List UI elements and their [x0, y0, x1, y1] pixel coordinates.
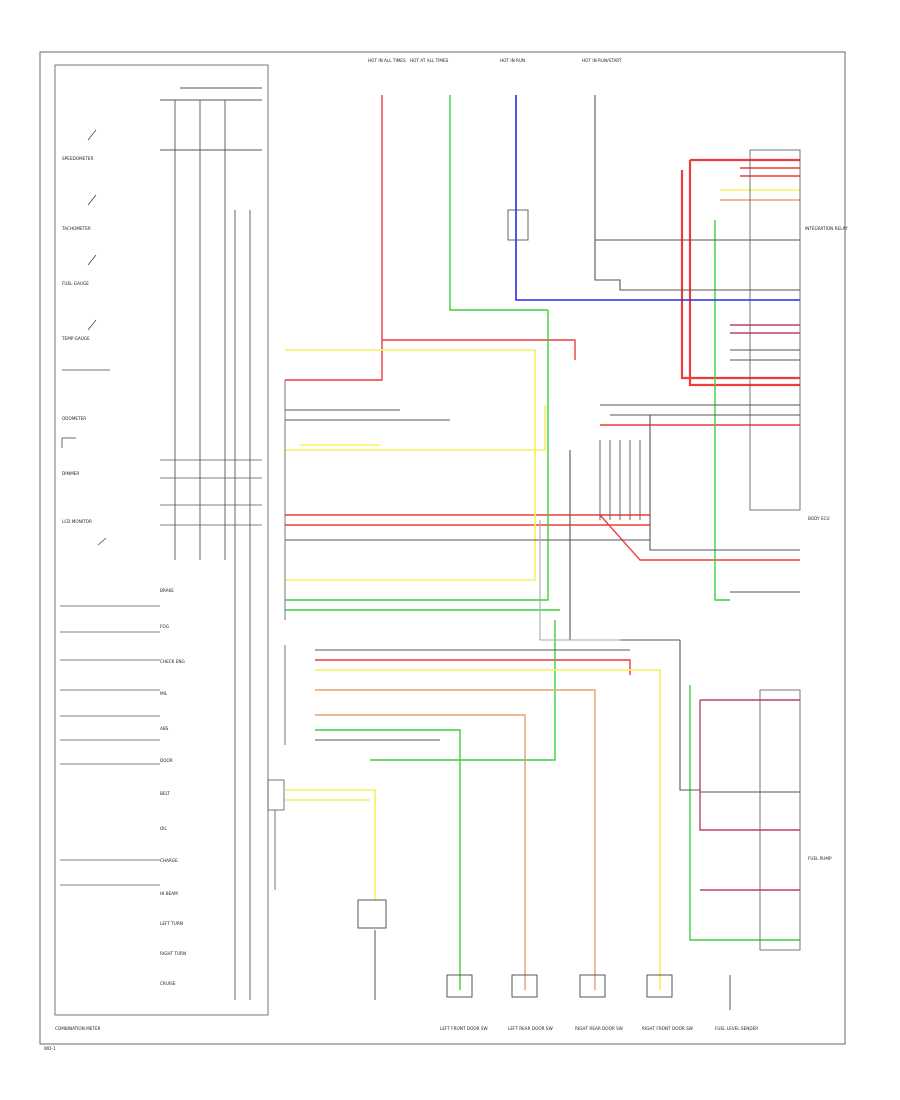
- switch-label-rr: RIGHT REAR DOOR SW: [575, 1026, 623, 1031]
- gauge-tachometer: TACHOMETER: [61, 226, 91, 231]
- gray-wire-a: [539, 520, 620, 641]
- indicator-6: BELT: [160, 791, 170, 796]
- footer-code: WD-1: [44, 1046, 56, 1051]
- gauge-needles: [61, 129, 110, 546]
- fuel-pump-label: FUEL PUMP: [808, 856, 832, 861]
- junction-connector: [507, 209, 641, 520]
- right-modules: INTEGRATION RELAY BODY ECU FUEL PUMP: [749, 149, 848, 951]
- red-wires: [285, 95, 800, 675]
- diagram-frame: [39, 51, 846, 1045]
- orange-wires: [315, 199, 800, 990]
- indicator-5: DOOR: [160, 758, 173, 763]
- body-ecu-label: BODY ECU: [808, 516, 830, 521]
- green-wires: [285, 95, 800, 990]
- power-label-1: HOT AT ALL TIMES: [410, 58, 449, 63]
- indicator-9: HI BEAM: [160, 891, 178, 896]
- switch-label-lr: LEFT REAR DOOR SW: [508, 1026, 553, 1031]
- blue-wires: [515, 95, 800, 301]
- power-label-0: HOT IN ALL TIMES: [368, 58, 406, 63]
- meter-indicator-leads: [60, 459, 262, 886]
- switch-label-rf: RIGHT FRONT DOOR SW: [642, 1026, 693, 1031]
- indicator-10: LEFT TURN: [160, 921, 183, 926]
- combination-meter-box: [54, 64, 269, 1016]
- yellow-wires: [285, 189, 800, 990]
- gauge-dimmer: DIMMER: [62, 471, 79, 476]
- indicator-labels: BRAKE FOG CHECK ENG MIL ABS DOOR BELT OI…: [160, 588, 186, 986]
- indicator-8: CHARGE: [160, 858, 178, 863]
- combination-meter-label: COMBINATION METER: [55, 1026, 101, 1031]
- switch-label-fuel: FUEL LEVEL SENDER: [715, 1026, 758, 1031]
- fuel-pump-box: [759, 689, 801, 951]
- indicator-1: FOG: [160, 624, 169, 629]
- gauge-lcd: LCD MONITOR: [62, 519, 92, 524]
- left-gauge-labels: SPEEDOMETER TACHOMETER FUEL GAUGE TEMP G…: [61, 156, 93, 524]
- indicator-2: CHECK ENG: [160, 659, 185, 664]
- indicator-12: CRUISE: [160, 981, 176, 986]
- indicator-3: MIL: [160, 691, 168, 696]
- black-wires: [285, 95, 800, 793]
- switch-label-lf: LEFT FRONT DOOR SW: [440, 1026, 488, 1031]
- indicator-7: OIL: [160, 826, 168, 831]
- gauge-fuel: FUEL GAUGE: [62, 281, 89, 286]
- power-label-2: HOT IN RUN: [500, 58, 525, 63]
- power-label-3: HOT IN RUN/START: [582, 58, 622, 63]
- left-connector-block: [267, 380, 286, 890]
- integration-relay-label: INTEGRATION RELAY: [805, 226, 848, 231]
- gauge-odometer: ODOMETER: [62, 416, 86, 421]
- indicator-0: BRAKE: [160, 588, 174, 593]
- gauge-speedometer: SPEEDOMETER: [62, 156, 93, 161]
- indicator-4: ABS: [160, 726, 169, 731]
- bottom-switch-labels: LEFT FRONT DOOR SW LEFT REAR DOOR SW RIG…: [440, 1026, 758, 1031]
- meter-internal-bus: [160, 87, 262, 1000]
- integration-relay-box: [749, 149, 801, 511]
- pink-wires: [699, 324, 800, 891]
- gauge-temp: TEMP GAUGE: [61, 336, 90, 341]
- indicator-11: RIGHT TURN: [160, 951, 186, 956]
- top-power-labels: HOT IN ALL TIMES HOT AT ALL TIMES HOT IN…: [368, 58, 622, 63]
- bottom-switches: [357, 899, 731, 1010]
